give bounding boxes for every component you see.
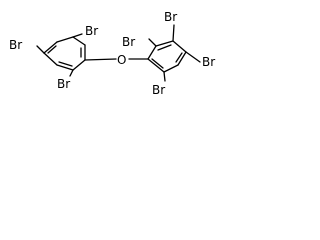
atom-br: Br <box>57 77 70 91</box>
atom-br: Br <box>202 55 215 69</box>
atom-br: Br <box>122 35 135 49</box>
bond <box>185 51 201 63</box>
bond <box>148 38 157 47</box>
bond <box>43 52 58 66</box>
molecule-structure: Br Br Br O Br Br Br Br <box>9 10 215 97</box>
bond <box>84 58 117 61</box>
bond <box>177 51 187 66</box>
bond <box>72 59 86 71</box>
atom-br: Br <box>152 83 165 97</box>
bond <box>56 36 74 43</box>
bond <box>163 64 179 73</box>
bond <box>72 33 83 38</box>
atom-labels: Br Br Br O Br Br Br Br <box>9 10 215 97</box>
bond <box>147 45 157 60</box>
bond <box>69 69 74 77</box>
bond <box>36 45 45 54</box>
bond <box>72 36 86 46</box>
bond-double <box>175 52 183 63</box>
atom-br: Br <box>164 10 177 24</box>
atom-br: Br <box>9 38 22 52</box>
bonds <box>36 24 201 82</box>
atom-br: Br <box>85 24 98 38</box>
bond <box>56 64 74 71</box>
bond <box>155 40 174 47</box>
bond <box>163 71 166 82</box>
bond-double <box>58 61 73 67</box>
bond <box>147 58 165 73</box>
bond <box>172 24 175 42</box>
bond-double <box>151 58 164 69</box>
bond <box>43 41 58 54</box>
bond <box>172 40 187 53</box>
bond-double <box>157 44 172 51</box>
bond-double <box>47 45 57 54</box>
atom-o: O <box>117 53 126 67</box>
